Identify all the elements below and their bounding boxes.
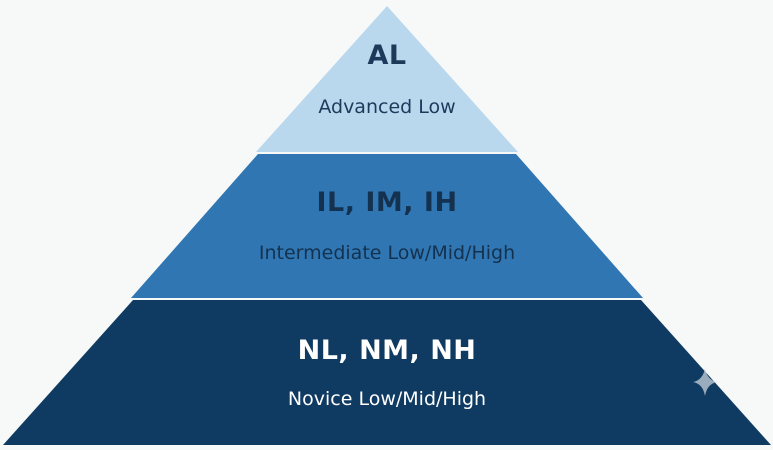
- tier-top-shape: [256, 6, 518, 152]
- tier-bottom-description: Novice Low/Mid/High: [288, 388, 486, 410]
- tier-middle-description: Intermediate Low/Mid/High: [259, 242, 515, 264]
- tier-bottom-code: NL, NM, NH: [298, 335, 477, 366]
- sparkle-icon: [693, 368, 717, 396]
- tier-middle-code: IL, IM, IH: [316, 187, 457, 218]
- tier-top-description: Advanced Low: [318, 96, 455, 118]
- tier-bottom-shape: [3, 300, 771, 445]
- tier-top-code: AL: [367, 40, 406, 71]
- tier-middle-shape: [131, 154, 643, 298]
